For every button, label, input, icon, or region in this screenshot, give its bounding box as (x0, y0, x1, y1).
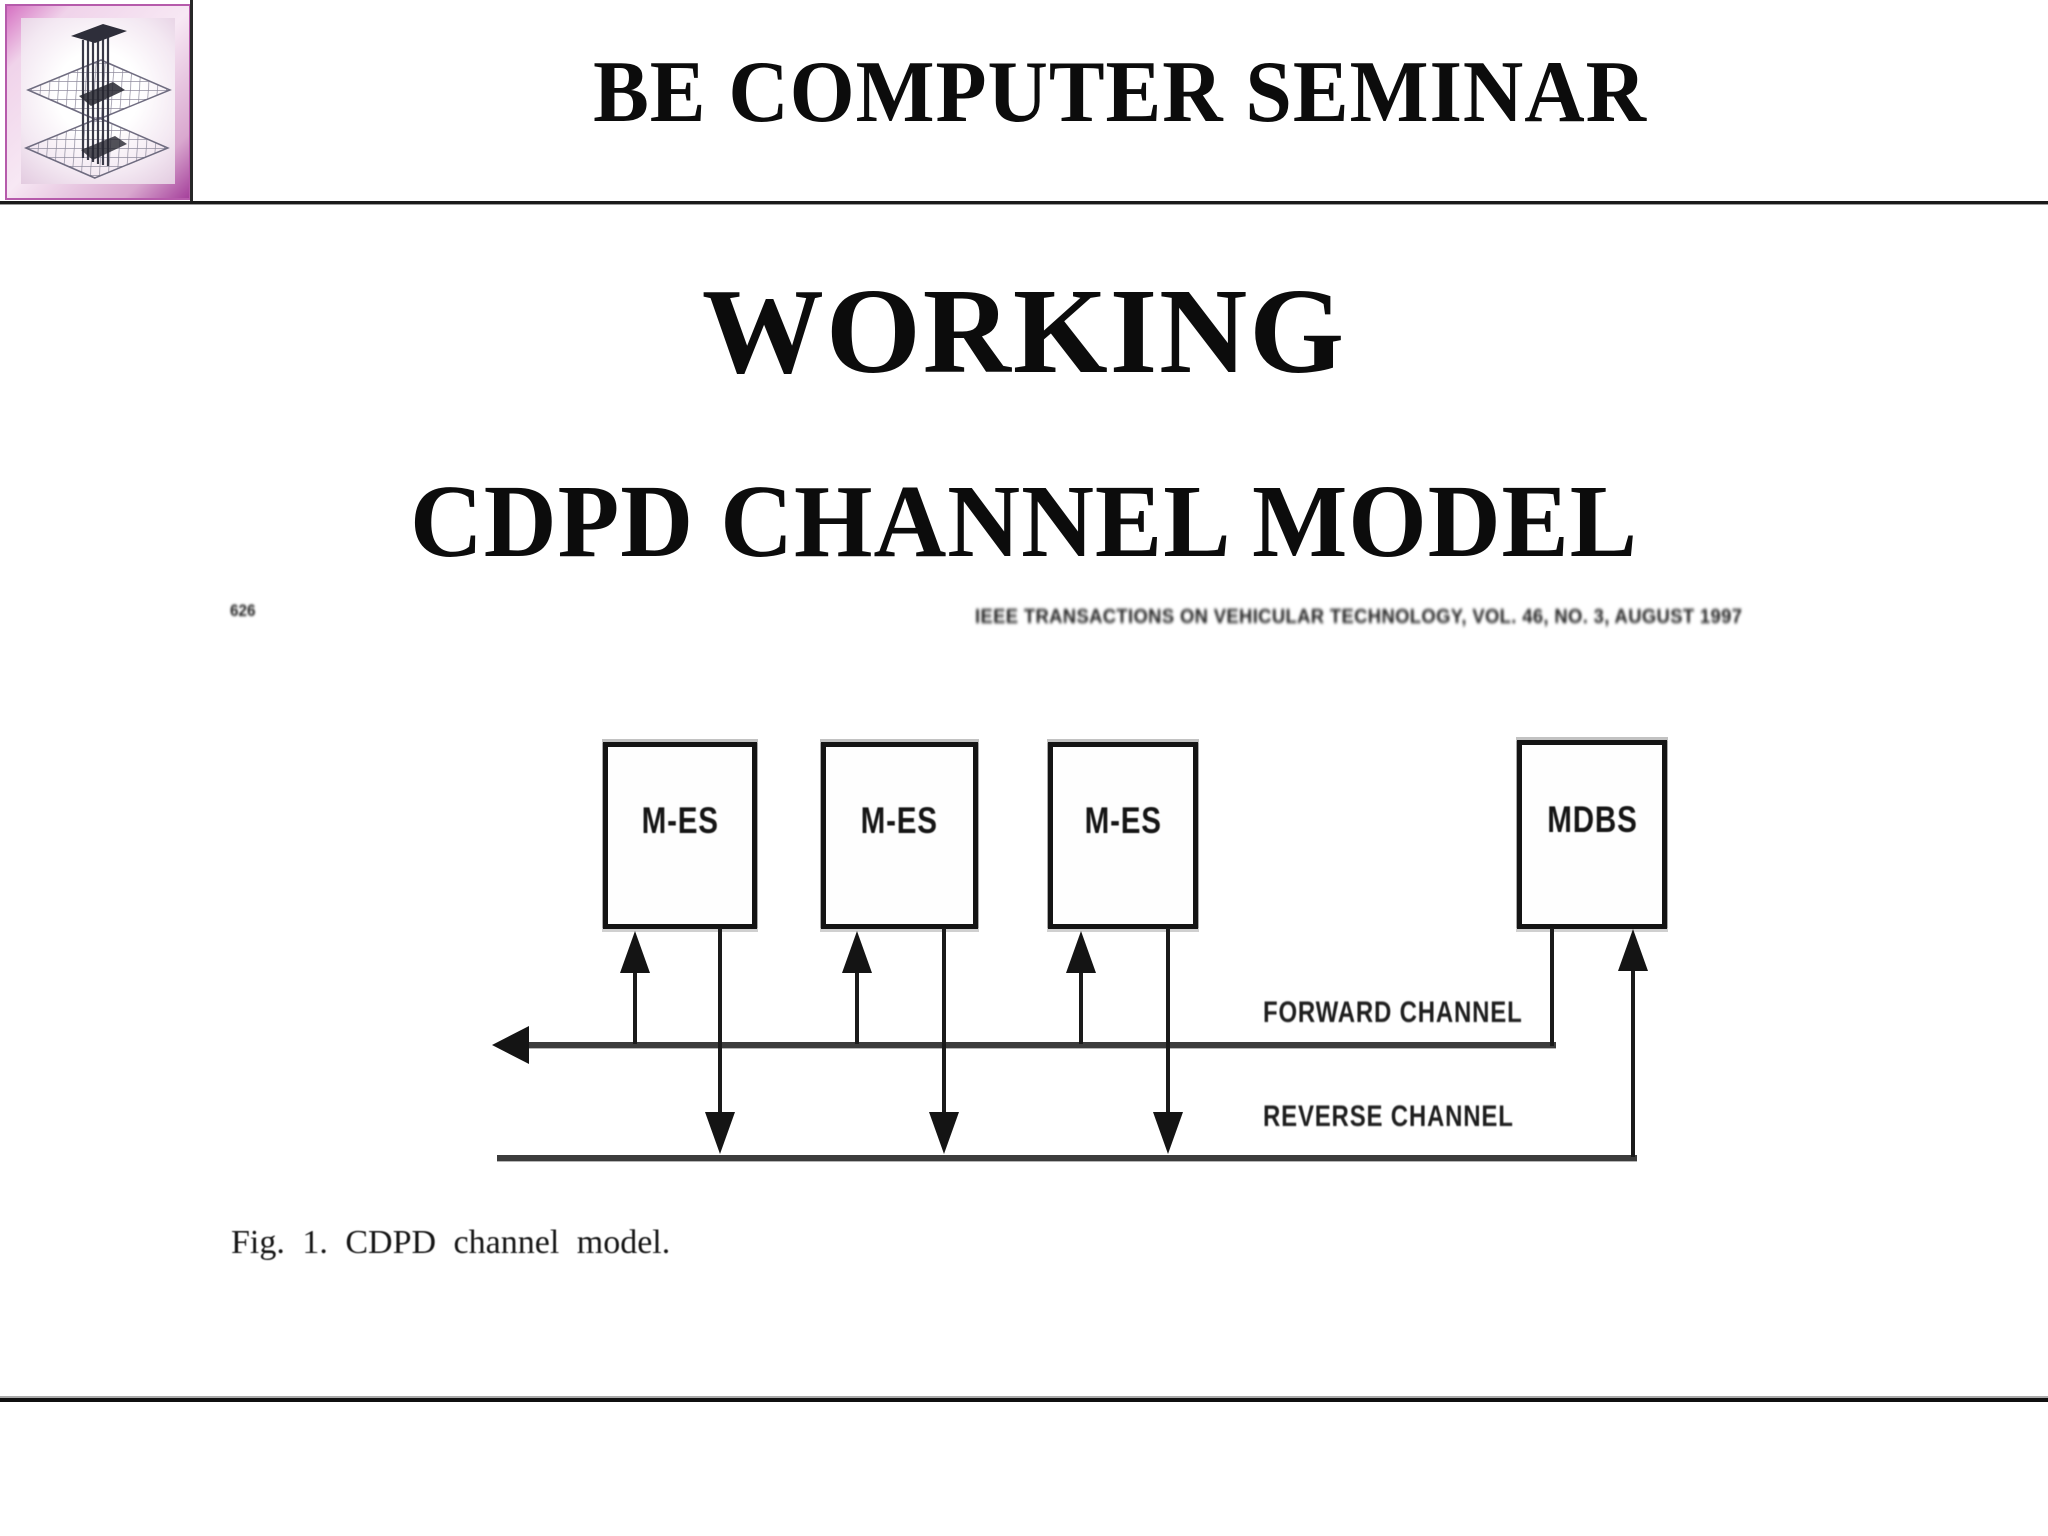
mes3-down-shaft (1166, 928, 1170, 1114)
logo-divider-line (190, 0, 193, 203)
figure-caption: Fig. 1. CDPD channel model. (231, 1224, 671, 1261)
scan-journal-header: IEEE TRANSACTIONS ON VEHICULAR TECHNOLOG… (975, 606, 1743, 628)
mes2-up-shaft (855, 962, 859, 1044)
mes2-up-arrowhead-icon (842, 931, 872, 973)
box-mdbs: MDBS (1517, 740, 1667, 929)
slide-subtitle: CDPD CHANNEL MODEL (409, 464, 1639, 579)
scan-page-number: 626 (230, 601, 256, 620)
mes1-down-shaft (718, 928, 722, 1114)
box-m-es-3-label: M-ES (1084, 799, 1162, 841)
mdbs-reverse-arrowhead-icon (1618, 929, 1648, 971)
box-m-es-1: M-ES (603, 742, 757, 929)
mdbs-forward-connector (1550, 928, 1554, 1046)
header-rule-line (0, 201, 2048, 205)
mes3-down-arrowhead-icon (1153, 1112, 1183, 1154)
seminar-logo (5, 4, 191, 200)
mdbs-reverse-shaft (1631, 966, 1635, 1157)
mes1-down-arrowhead-icon (705, 1112, 735, 1154)
forward-channel-arrowhead-icon (492, 1026, 529, 1064)
box-m-es-1-label: M-ES (641, 799, 719, 841)
mes3-up-shaft (1079, 962, 1083, 1044)
forward-channel-label: FORWARD CHANNEL (1263, 996, 1523, 1029)
mes1-up-arrowhead-icon (620, 931, 650, 973)
bottom-rule-line (0, 1396, 2048, 1402)
box-mdbs-label: MDBS (1546, 798, 1638, 840)
header-title: BE COMPUTER SEMINAR (593, 44, 1647, 141)
reverse-channel-label: REVERSE CHANNEL (1263, 1100, 1514, 1133)
box-m-es-2: M-ES (821, 742, 978, 929)
mes1-up-shaft (633, 962, 637, 1044)
mes2-down-shaft (942, 928, 946, 1114)
mes2-down-arrowhead-icon (929, 1112, 959, 1154)
box-m-es-2-label: M-ES (860, 799, 939, 841)
slide-title: WORKING (701, 264, 1347, 399)
mes3-up-arrowhead-icon (1066, 931, 1096, 973)
box-m-es-3: M-ES (1048, 742, 1198, 929)
reverse-channel-line (497, 1155, 1637, 1161)
circuit-stack-icon (21, 18, 175, 184)
forward-channel-line (516, 1042, 1556, 1048)
